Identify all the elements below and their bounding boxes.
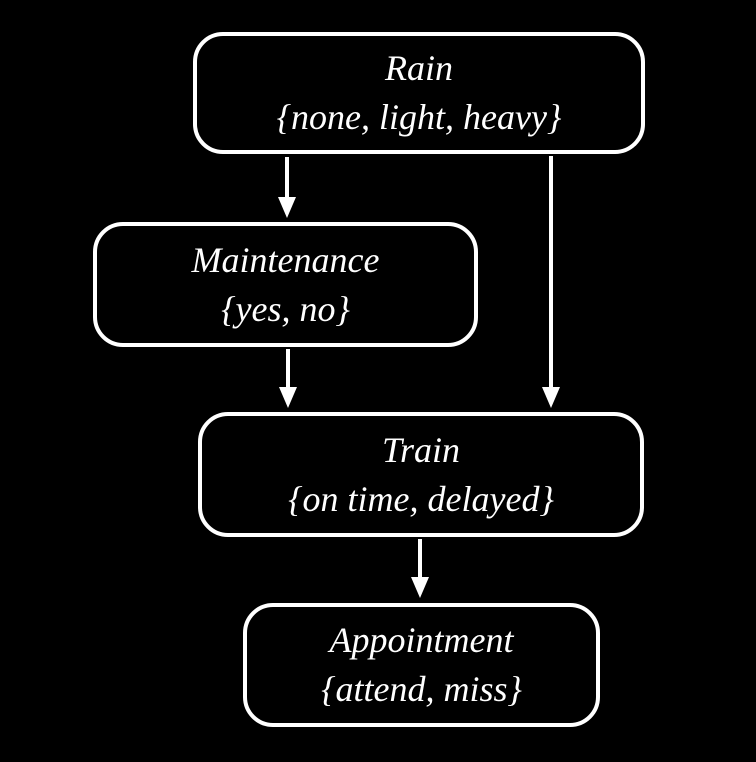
node-rain-domain: {none, light, heavy}	[276, 97, 562, 137]
edge-rain-to-maintenance-arrow	[278, 157, 296, 218]
node-maintenance-domain: {yes, no}	[221, 288, 350, 329]
edge-train-to-appointment-arrow	[411, 539, 429, 598]
edge-maintenance-to-train-arrow	[279, 349, 297, 408]
node-rain: Rain {none, light, heavy}	[193, 32, 645, 154]
node-maintenance-name: Maintenance	[191, 239, 380, 280]
node-train: Train {on time, delayed}	[198, 412, 644, 537]
node-rain-name: Rain	[385, 48, 453, 88]
node-appointment-name: Appointment	[329, 620, 514, 660]
node-appointment-domain: {attend, miss}	[321, 669, 522, 709]
node-train-name: Train	[381, 429, 461, 470]
node-maintenance: Maintenance {yes, no}	[93, 222, 478, 347]
node-appointment: Appointment {attend, miss}	[243, 603, 600, 727]
node-train-domain: {on time, delayed}	[288, 478, 554, 519]
edge-rain-to-train-arrow	[542, 156, 560, 408]
